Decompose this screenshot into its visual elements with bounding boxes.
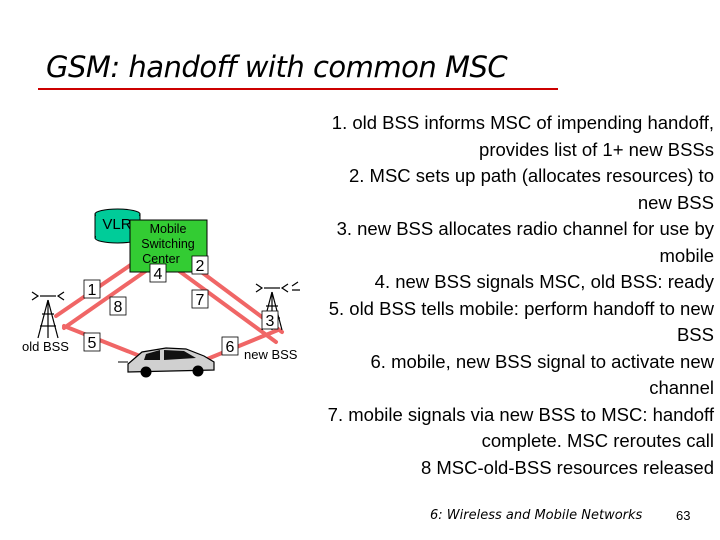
step-marker-8: 8 bbox=[109, 296, 127, 316]
step-item-7: 7. mobile signals via new BSS to MSC: ha… bbox=[318, 402, 714, 455]
step-text: new BSS allocates radio channel for use … bbox=[357, 218, 714, 266]
step-markers: 1 2 3 4 5 6 7 8 bbox=[83, 255, 279, 356]
footer-page-number: 63 bbox=[676, 508, 691, 523]
msc-label-line-2: Switching bbox=[141, 237, 195, 251]
step-marker-1: 1 bbox=[83, 279, 101, 299]
svg-text:3: 3 bbox=[266, 313, 275, 330]
step-number: 2. bbox=[348, 165, 365, 186]
step-number: 6. bbox=[370, 350, 386, 372]
footer-course-label: 6: Wireless and Mobile Networks bbox=[430, 508, 643, 523]
step-marker-3: 3 bbox=[261, 310, 279, 330]
vlr-label: VLR bbox=[102, 216, 131, 233]
vlr-database-icon: VLR bbox=[94, 208, 141, 244]
step-number: 3. bbox=[336, 218, 352, 239]
step-item-2: 2. MSC sets up path (allocates resources… bbox=[318, 163, 714, 216]
link-old-bss-mobile bbox=[62, 324, 152, 362]
step-item-5: 5. old BSS tells mobile: perform handoff… bbox=[318, 296, 714, 349]
step-item-4: 4. new BSS signals MSC, old BSS: ready bbox=[318, 269, 714, 296]
step-marker-4: 4 bbox=[149, 263, 167, 283]
step-item-8: 8 MSC-old-BSS resources released bbox=[318, 455, 714, 482]
step-marker-6: 6 bbox=[221, 336, 239, 356]
step-text: mobile, new BSS signal to activate new c… bbox=[391, 350, 714, 399]
step-number: 8 bbox=[420, 456, 432, 478]
svg-text:5: 5 bbox=[88, 335, 97, 352]
new-bss-label: new BSS bbox=[244, 347, 298, 362]
step-item-6: 6. mobile, new BSS signal to activate ne… bbox=[318, 349, 714, 402]
msc-box: Mobile Switching Center bbox=[129, 219, 208, 273]
link-new-bss-mobile bbox=[198, 328, 280, 364]
step-text: old BSS informs MSC of impending handoff… bbox=[352, 112, 714, 160]
step-marker-7: 7 bbox=[191, 289, 209, 309]
step-text: MSC sets up path (allocates resources) t… bbox=[369, 165, 714, 213]
step-text: old BSS tells mobile: perform handoff to… bbox=[349, 297, 714, 346]
mobile-car-icon bbox=[118, 347, 215, 378]
step-number: 7. bbox=[327, 403, 344, 425]
link-msc-new-bss-inner bbox=[173, 266, 278, 344]
step-marker-2: 2 bbox=[191, 255, 209, 275]
svg-text:8: 8 bbox=[114, 299, 123, 316]
step-text: mobile signals via new BSS to MSC: hando… bbox=[348, 403, 714, 452]
msc-label-line-1: Mobile bbox=[150, 222, 187, 236]
slide-title: GSM: handoff with common MSC bbox=[46, 50, 508, 84]
link-msc-old-bss-inner bbox=[62, 266, 152, 330]
msc-label-line-3: Center bbox=[142, 252, 180, 266]
step-text: new BSS signals MSC, old BSS: ready bbox=[395, 271, 714, 292]
old-bss-label: old BSS bbox=[22, 339, 69, 354]
step-number: 5. bbox=[328, 297, 345, 319]
old-bss-tower-icon bbox=[31, 291, 65, 339]
step-item-1: 1. old BSS informs MSC of impending hand… bbox=[318, 110, 714, 163]
svg-text:7: 7 bbox=[196, 292, 205, 309]
step-text: MSC-old-BSS resources released bbox=[436, 456, 714, 478]
svg-text:4: 4 bbox=[154, 266, 163, 283]
svg-text:6: 6 bbox=[226, 339, 235, 356]
step-marker-5: 5 bbox=[83, 332, 101, 352]
handoff-steps-list: 1. old BSS informs MSC of impending hand… bbox=[318, 110, 714, 481]
svg-text:1: 1 bbox=[88, 282, 97, 299]
step-number: 4. bbox=[374, 271, 391, 292]
step-item-3: 3. new BSS allocates radio channel for u… bbox=[318, 216, 714, 269]
svg-text:2: 2 bbox=[196, 258, 205, 275]
step-number: 1. bbox=[331, 112, 348, 133]
title-underline bbox=[38, 88, 558, 90]
